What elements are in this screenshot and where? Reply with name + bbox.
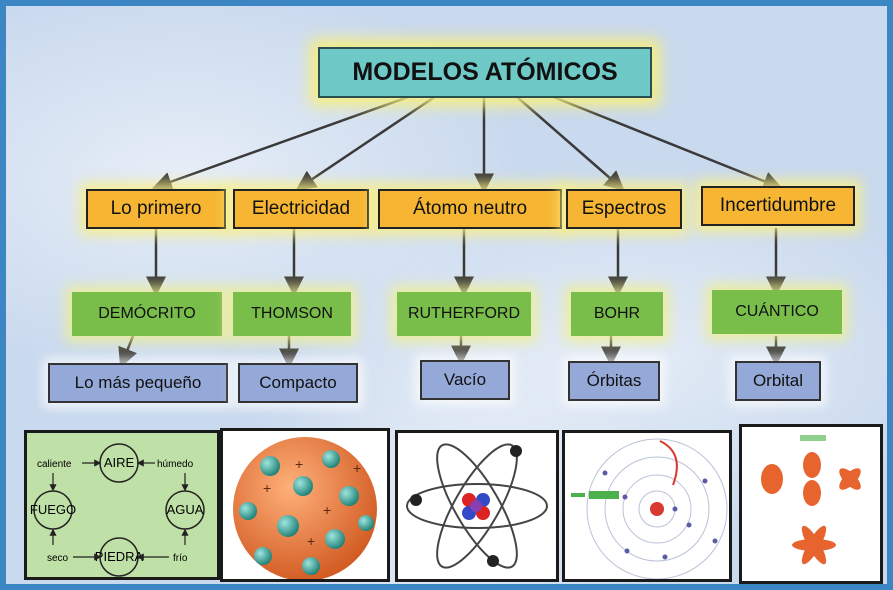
frio-label: frío [173, 553, 188, 564]
description-compacto: Compacto [238, 363, 358, 403]
description-vacio: Vacío [420, 360, 510, 400]
description-lo-mas-pequeno: Lo más pequeño [48, 363, 228, 403]
fuego-label: FUEGO [30, 502, 76, 517]
agua-label: AGUA [167, 502, 204, 517]
category-electricidad: Electricidad [233, 189, 369, 229]
model-cuantico: CUÁNTICO [712, 290, 842, 334]
description-orbital: Orbital [735, 361, 821, 401]
model-democrito: DEMÓCRITO [72, 292, 222, 336]
rutherford-model-image [395, 430, 559, 582]
connector-lines [118, 94, 786, 369]
svg-text:+: + [263, 480, 271, 496]
model-bohr: BOHR [571, 292, 663, 336]
plum-pudding-icon: + + + + + [233, 437, 377, 579]
model-rutherford: RUTHERFORD [397, 292, 531, 336]
four-elements-diagram: AIRE FUEGO AGUA PIEDRA caliente húmedo s… [30, 443, 205, 577]
bohr-orbits-icon [571, 438, 728, 579]
bohr-model-image [562, 430, 732, 582]
diagram-title: MODELOS ATÓMICOS [318, 47, 652, 98]
svg-text:+: + [353, 460, 361, 476]
aire-label: AIRE [104, 455, 135, 470]
description-orbitas: Órbitas [568, 361, 660, 401]
humedo-label: húmedo [157, 459, 194, 470]
piedra-label: PIEDRA [95, 549, 144, 564]
quantum-model-image [739, 424, 883, 584]
caliente-label: caliente [37, 459, 72, 470]
svg-text:+: + [307, 533, 315, 549]
svg-text:+: + [323, 502, 331, 518]
orbitals-icon [761, 435, 861, 565]
elements-diagram-panel: AIRE FUEGO AGUA PIEDRA caliente húmedo s… [24, 430, 220, 580]
svg-text:+: + [295, 456, 303, 472]
thomson-model-image: + + + + + [220, 428, 390, 582]
seco-label: seco [47, 553, 69, 564]
category-atomo-neutro: Átomo neutro [378, 189, 562, 229]
category-incertidumbre: Incertidumbre [701, 186, 855, 226]
atom-icon [406, 443, 548, 569]
category-espectros: Espectros [566, 189, 682, 229]
model-thomson: THOMSON [233, 292, 351, 336]
category-lo-primero: Lo primero [86, 189, 226, 229]
